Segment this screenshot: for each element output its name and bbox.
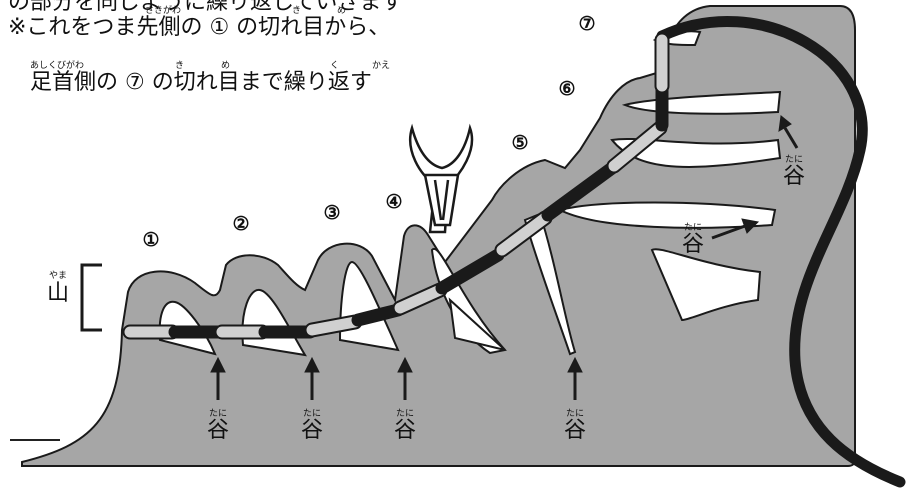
paper-cutout: [21, 5, 856, 467]
ruby-line1-c: め: [337, 6, 347, 16]
ruby-line2-e: かえ: [372, 61, 391, 71]
valley-label: 谷: [782, 164, 805, 189]
valley-label: 谷: [300, 418, 323, 443]
slit-6b: [557, 201, 777, 229]
slit-4b: [448, 297, 506, 351]
slit-number-3: ③: [323, 202, 341, 224]
valley-ruby: たに: [208, 409, 227, 419]
slit-number-6: ⑥: [558, 78, 576, 100]
valley-ruby: たに: [395, 409, 414, 419]
valley-label: 谷: [393, 418, 416, 443]
slit-number-4: ④: [385, 191, 403, 213]
valley-label: 谷: [563, 418, 586, 443]
slit-5: [523, 212, 577, 356]
lace-rear: [656, 15, 906, 488]
ruby-line1-a: さきがわ: [145, 6, 182, 16]
valley-ruby: たに: [683, 223, 702, 233]
slit-number-7: ⑦: [578, 13, 596, 35]
ruby-line2-d: く: [330, 61, 340, 71]
slit-5b: [650, 248, 762, 322]
mountain-label: 山: [46, 281, 69, 306]
mountain-bracket: [80, 263, 102, 332]
slit-number-5: ⑤: [511, 132, 529, 154]
ruby-line1-b: き: [292, 6, 302, 16]
arrow-up-icon: [304, 356, 320, 400]
valley-ruby: たに: [302, 409, 321, 419]
arrow-diagonal-icon: [778, 115, 799, 149]
instruction-line-0: の部分を同じように繰り返していきます: [8, 0, 404, 15]
ruby-line2-b: き: [175, 61, 185, 71]
arrow-up-icon: [210, 356, 226, 400]
slit-number-2: ②: [232, 213, 250, 235]
valley-ruby: たに: [565, 409, 584, 419]
instruction-line-2: 足首側の ⑦ の切れ目まで繰り返す: [30, 70, 372, 95]
mountain-ruby: やま: [48, 271, 67, 281]
ruby-line2-c: め: [221, 61, 231, 71]
instruction-line-1: ※これをつま先側の ① の切れ目から、: [8, 15, 391, 40]
slit-number-1: ①: [142, 229, 160, 251]
lace-front: [122, 32, 670, 340]
arrow-diagonal-icon: [711, 218, 760, 240]
arrow-up-icon: [567, 356, 583, 400]
valley-label: 谷: [681, 232, 704, 257]
clothespin-icon: [409, 123, 474, 234]
ruby-line2-a: あしくびがわ: [30, 61, 85, 71]
arrow-up-icon: [397, 356, 413, 400]
valley-label: 谷: [206, 418, 229, 443]
valley-ruby: たに: [784, 155, 803, 165]
